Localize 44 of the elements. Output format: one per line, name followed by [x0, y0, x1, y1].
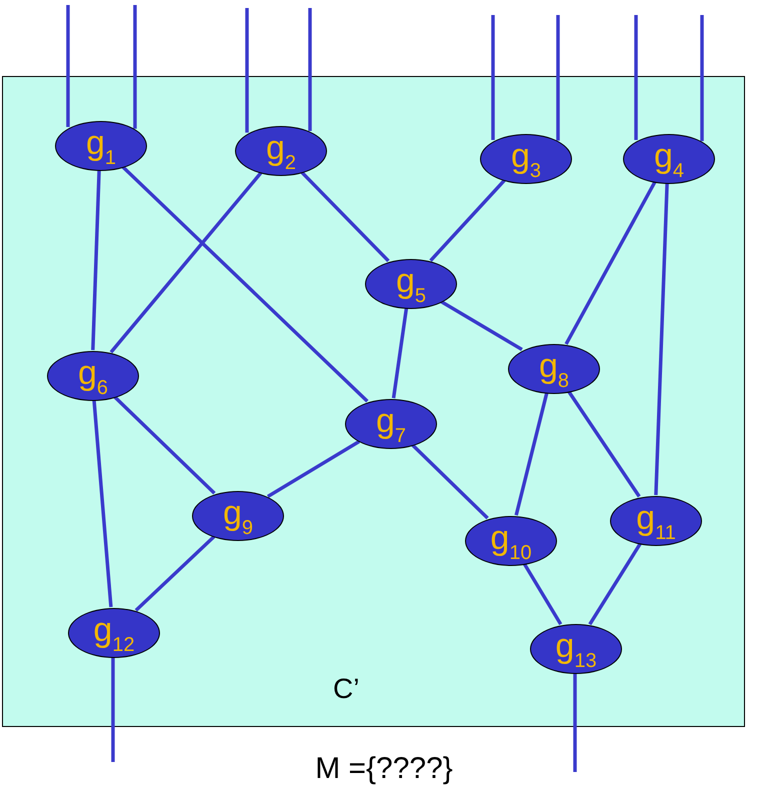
gate-ellipse: g$_{4}$	[623, 134, 715, 184]
wire	[556, 15, 560, 141]
wire	[700, 15, 704, 142]
connector-line	[429, 179, 506, 262]
gate-ellipse: g$_{12}$	[68, 608, 160, 658]
connector-line	[92, 400, 113, 608]
connector-line	[113, 396, 216, 494]
gate-ellipse: g$_{3}$	[480, 134, 572, 184]
connector-line	[300, 170, 390, 262]
wire	[111, 657, 115, 762]
wire	[308, 8, 312, 132]
connector-line	[266, 440, 360, 498]
connector-line	[522, 562, 562, 626]
connector-line	[411, 444, 489, 520]
gate-ellipse: g$_{6}$	[47, 351, 139, 401]
gate-ellipse: g$_{8}$	[508, 344, 600, 394]
connector-line	[110, 172, 262, 354]
wire	[491, 15, 495, 140]
region-label: C’	[333, 673, 360, 705]
gate-ellipse: g$_{2}$	[235, 126, 327, 176]
wire	[133, 5, 137, 129]
connector-line	[121, 165, 369, 403]
wire	[66, 5, 70, 128]
gate-ellipse: g$_{9}$	[192, 491, 284, 541]
formula-text: M ={????}	[315, 752, 453, 785]
gate-ellipse: g$_{1}$	[55, 121, 147, 171]
gate-ellipse: g$_{5}$	[365, 259, 457, 309]
connector-line	[440, 300, 523, 352]
wire	[573, 673, 577, 772]
connector-line	[134, 535, 216, 612]
connector-line	[567, 390, 641, 498]
wire	[634, 15, 638, 140]
connector-line	[514, 392, 548, 516]
circuit-region	[2, 76, 745, 727]
connector-line	[564, 181, 656, 345]
gate-ellipse: g$_{10}$	[465, 516, 557, 566]
connector-line	[91, 170, 101, 350]
gate-ellipse: g$_{11}$	[610, 496, 702, 546]
gate-ellipse: g$_{7}$	[345, 399, 437, 449]
connector-line	[654, 182, 669, 496]
gate-ellipse: g$_{13}$	[530, 624, 622, 674]
connector-line	[588, 542, 642, 626]
connector-line	[392, 308, 408, 398]
wire	[245, 8, 249, 133]
